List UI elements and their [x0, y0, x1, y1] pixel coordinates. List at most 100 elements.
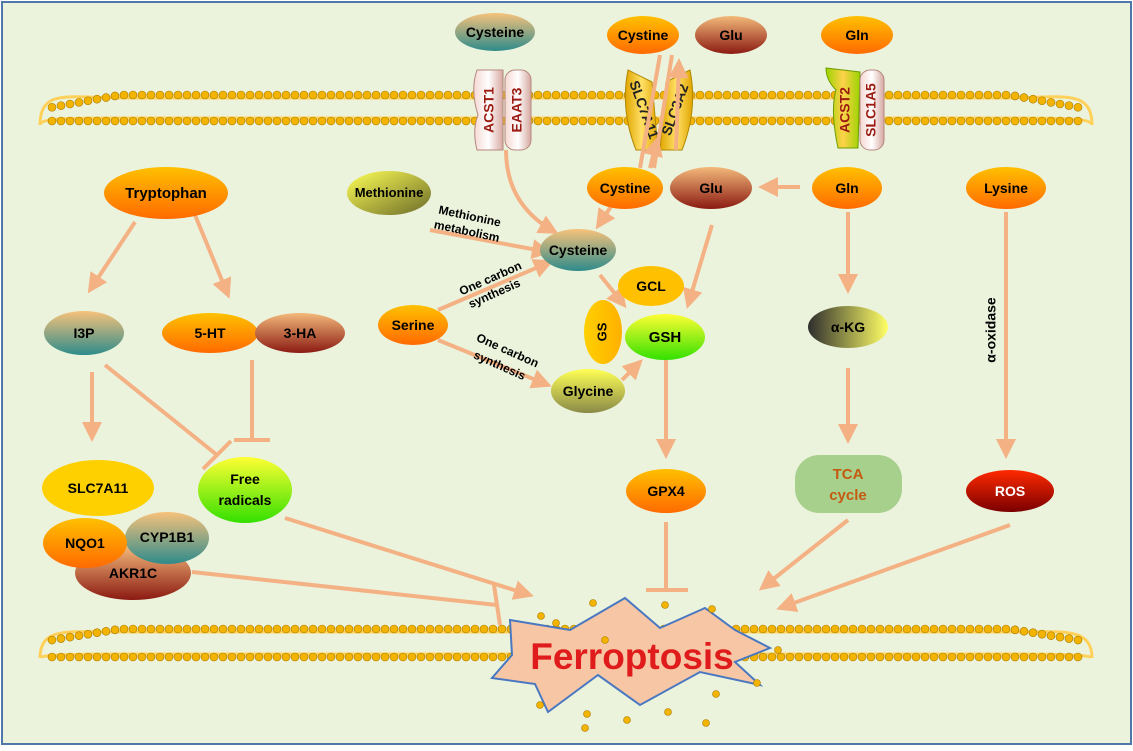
lipid-head [749, 90, 759, 100]
lipid-head [101, 93, 111, 102]
lipid-head [776, 624, 786, 634]
lipid-head [362, 116, 372, 126]
lipid-head [434, 624, 444, 634]
lipid-head [1073, 635, 1083, 645]
lipid-head [173, 652, 183, 662]
lipid-head [380, 90, 390, 100]
lipid-head [704, 116, 714, 126]
arrow-methionine-to-cysteine [429, 228, 552, 259]
lipid-head [902, 90, 912, 100]
lipid-head [1010, 116, 1020, 126]
lipid-head [938, 90, 948, 100]
lipid-head [317, 90, 327, 100]
lipid-head [497, 624, 507, 634]
lipid-head [353, 624, 363, 634]
lipid-head [461, 652, 471, 662]
lipid-head [452, 116, 462, 126]
lipid-head [533, 116, 543, 126]
lipid-head [857, 624, 867, 634]
arrow-trp-to-i3p [87, 220, 137, 294]
lipid-head [245, 652, 255, 662]
lipid-head [434, 652, 444, 662]
lipid-head [290, 116, 300, 126]
lipid-head [947, 90, 957, 100]
lipid-head [137, 652, 147, 662]
lipid-head [110, 116, 120, 126]
lipid-head [272, 90, 282, 100]
lipid-head [902, 116, 912, 126]
inhibit-i3p-freeradicals [103, 363, 219, 457]
lipid-head [614, 116, 624, 126]
i3p-node [44, 311, 124, 355]
acst1-label: ACST1 [481, 87, 497, 133]
lipid-head [443, 624, 453, 634]
nqo1-node [43, 518, 127, 568]
lipid-head [308, 116, 318, 126]
lipid-fragment [664, 708, 672, 716]
lipid-head [560, 116, 570, 126]
lipid-head [1028, 628, 1038, 638]
lipid-head [128, 90, 138, 100]
lipid-head [713, 90, 723, 100]
lipid-head [740, 624, 750, 634]
lipid-head [722, 90, 732, 100]
lipid-head [461, 90, 471, 100]
lipid-head [767, 90, 777, 100]
lipid-fragment [583, 710, 591, 718]
lipid-head [1019, 626, 1029, 636]
lipid-head [893, 90, 903, 100]
lipid-head [812, 90, 822, 100]
lipid-head [497, 652, 507, 662]
lipid-head [362, 90, 372, 100]
eaat3-label: EAAT3 [509, 87, 525, 132]
lipid-head [407, 116, 417, 126]
lipid-head [974, 90, 984, 100]
lipid-head [92, 94, 102, 104]
lipid-head [1046, 652, 1056, 662]
lipid-head [155, 116, 165, 126]
lipid-head [785, 652, 795, 662]
glycine-node [551, 369, 625, 413]
lipid-head [470, 624, 480, 634]
lipid-head [92, 628, 102, 638]
acst2-label: ACST2 [837, 87, 853, 133]
lipid-head [542, 90, 552, 100]
lipid-head [992, 652, 1002, 662]
lipid-head [218, 116, 228, 126]
lipid-head [992, 624, 1002, 634]
lipid-head [452, 90, 462, 100]
lipid-head [281, 116, 291, 126]
lipid-head [1055, 652, 1065, 662]
lipid-head [380, 652, 390, 662]
lipid-head [848, 624, 858, 634]
lipid-head [911, 652, 921, 662]
lipid-head [803, 116, 813, 126]
lipid-head [938, 116, 948, 126]
lipid-head [191, 116, 201, 126]
arrow-serine-to-glycine [437, 338, 552, 389]
lipid-head [920, 624, 930, 634]
serine-label: Serine [392, 317, 435, 333]
lipid-head [254, 624, 264, 634]
arrow-glycine-to-gsh [620, 359, 643, 382]
lipid-head [344, 90, 354, 100]
lipid-head [416, 652, 426, 662]
lipid-head [740, 116, 750, 126]
lipid-head [245, 90, 255, 100]
lipid-head [1019, 116, 1029, 126]
lipid-head [956, 116, 966, 126]
lipid-head [182, 90, 192, 100]
lipid-head [371, 624, 381, 634]
inhibit-bar-i3p [201, 439, 233, 471]
lipid-head [803, 652, 813, 662]
lipid-head [119, 116, 129, 126]
lysine-label: Lysine [984, 180, 1028, 196]
lipid-head [1037, 116, 1047, 126]
lipid-head [335, 624, 345, 634]
lipid-head [1073, 102, 1083, 112]
lipid-head [353, 116, 363, 126]
lipid-head [200, 90, 210, 100]
lipid-head [317, 624, 327, 634]
lipid-head [983, 116, 993, 126]
lipid-head [461, 624, 471, 634]
